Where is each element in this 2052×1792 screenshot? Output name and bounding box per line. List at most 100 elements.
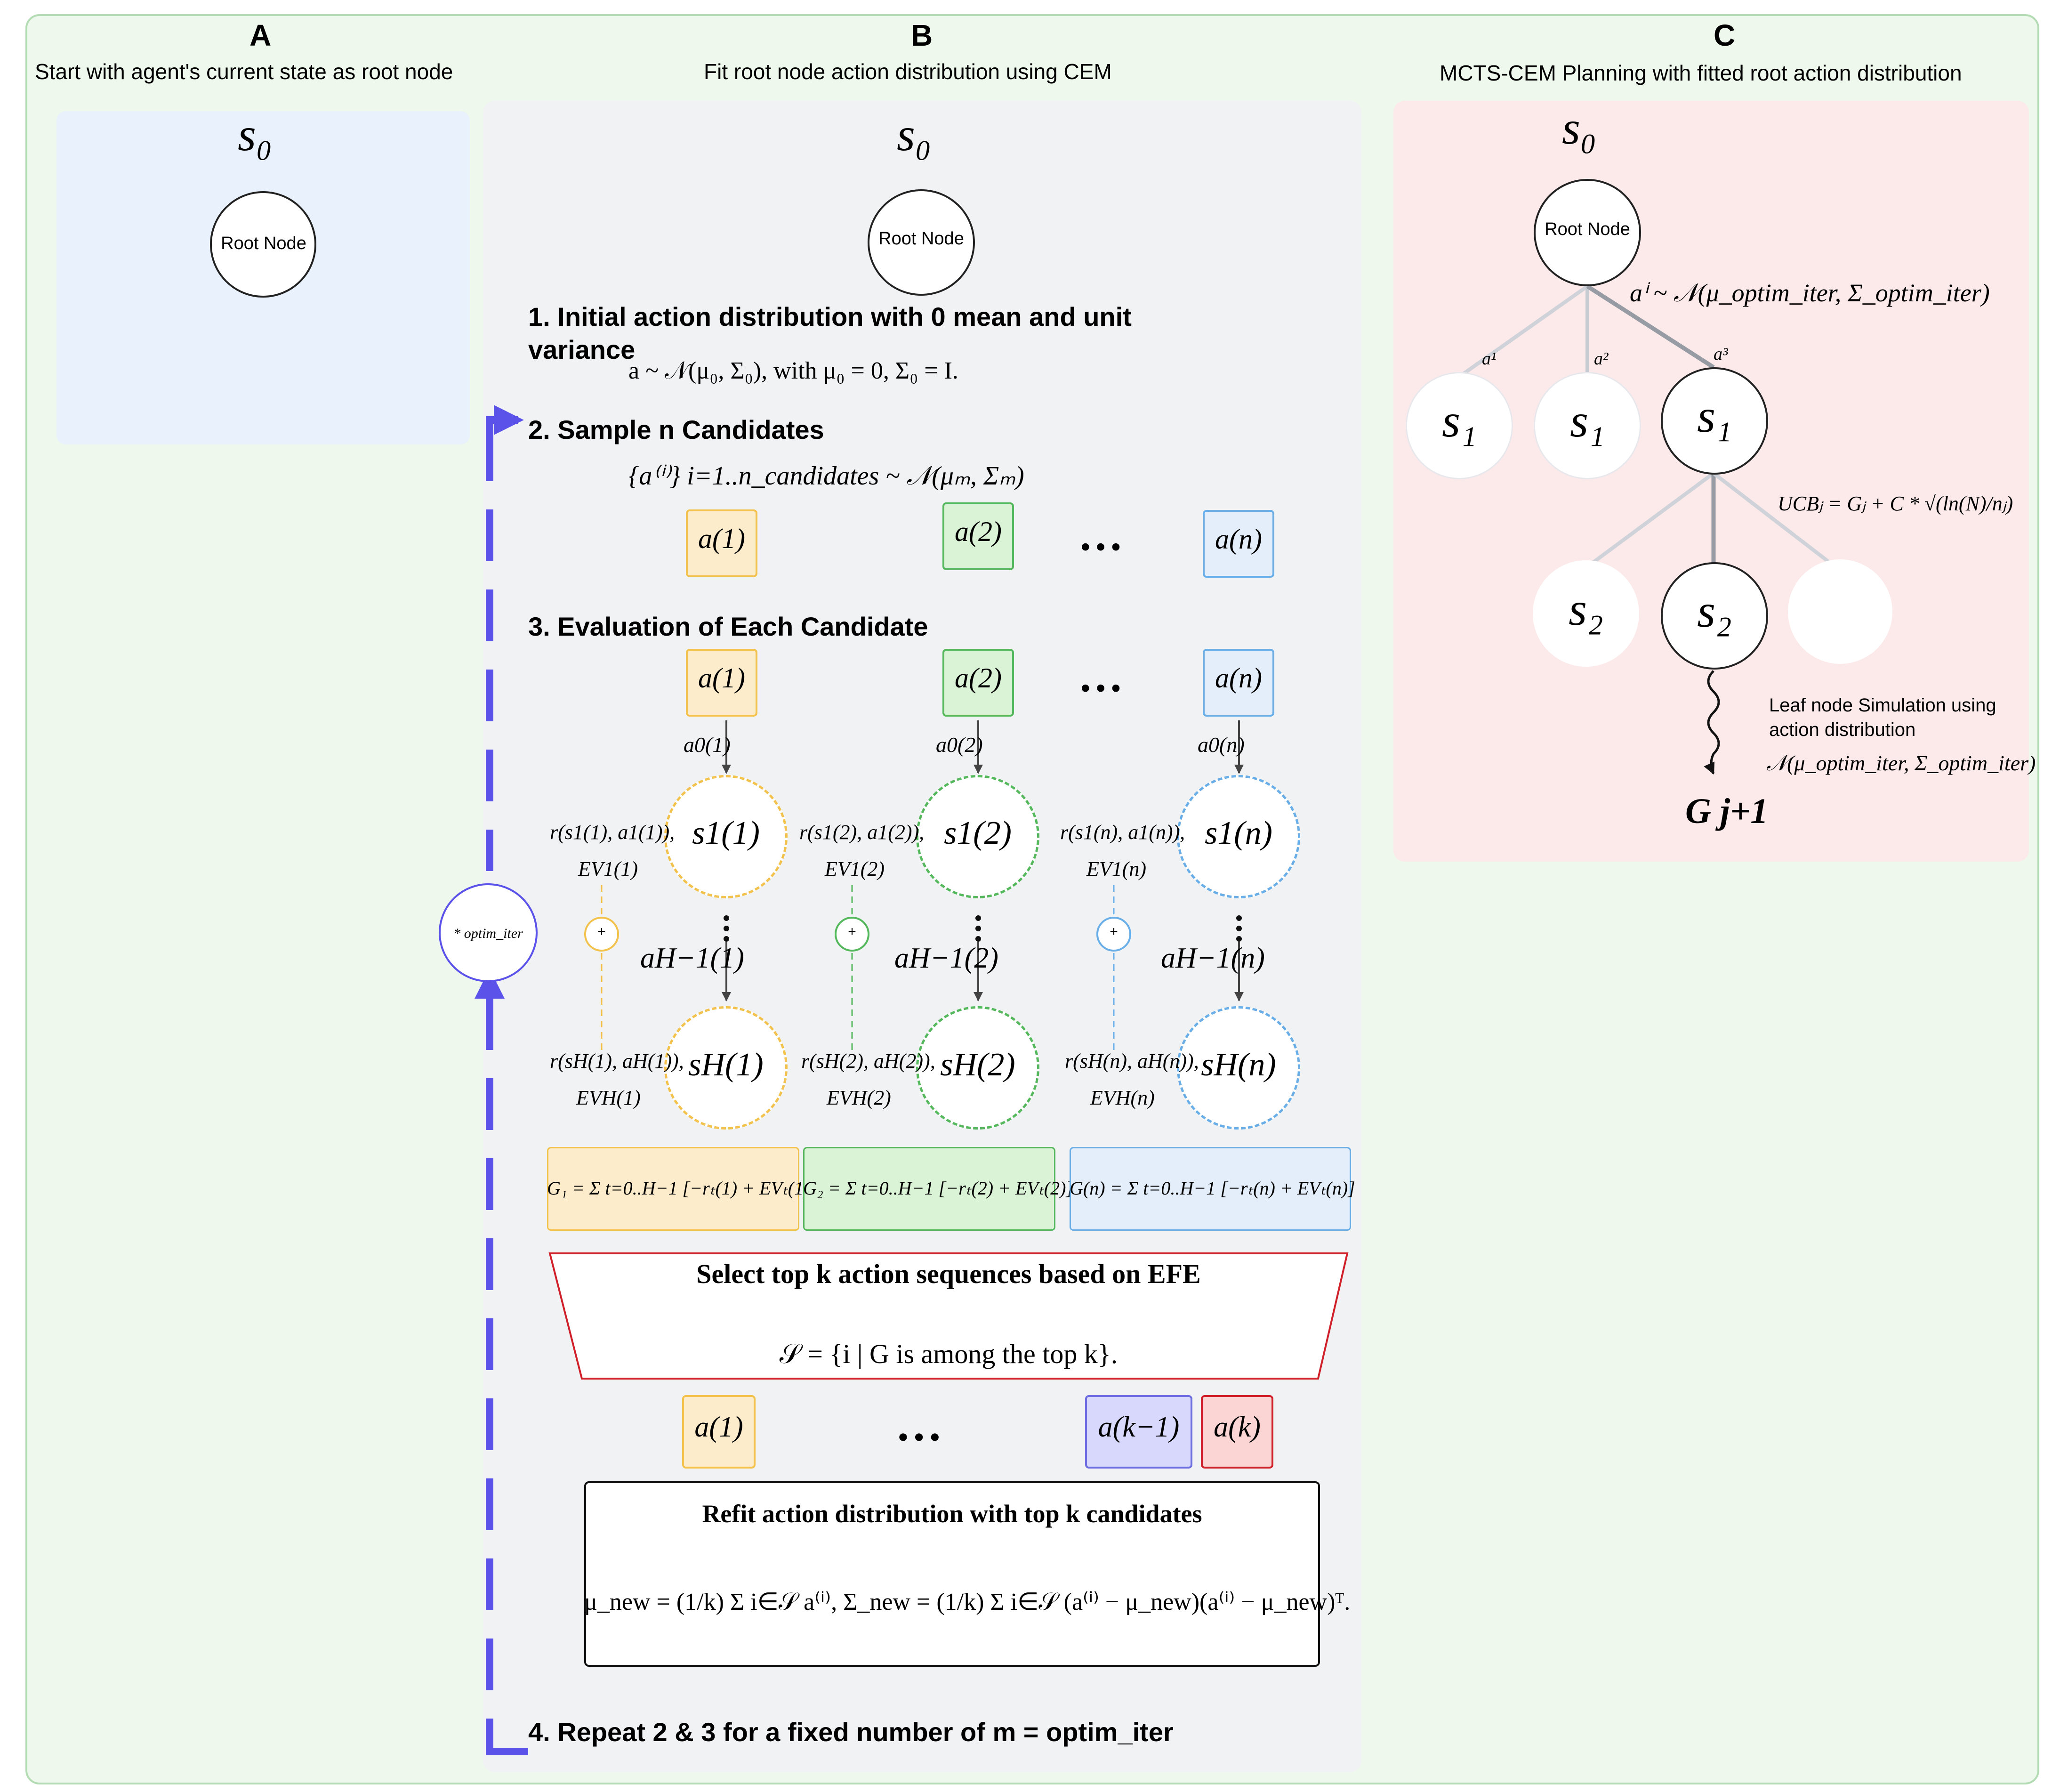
sample-candidate-1-label: a(1)	[698, 523, 745, 554]
level1-node-selected	[1661, 367, 1768, 475]
panel-c-letter: C	[1714, 18, 1736, 52]
level1-node-1	[1406, 372, 1513, 479]
reward-first-2: r(s1(2), a1(2)),	[799, 821, 925, 844]
sample-candidate-2-label: a(2)	[955, 516, 1002, 547]
level2-node-unexplored	[1788, 559, 1892, 664]
action-sampling-formula: aⁱ ~ 𝒩(μ_optim_iter, Σ_optim_iter)	[1630, 279, 1990, 307]
panel-a-caption: Start with agent's current state as root…	[35, 59, 453, 84]
level2-node-selected	[1661, 562, 1768, 670]
return-formula-2: G₂ = Σ t=0..H−1 [−rₜ(2) + EVₜ(2)]	[803, 1178, 1073, 1199]
ev-last-1: EVH(1)	[576, 1086, 641, 1109]
sample-candidate-n-label: a(n)	[1215, 524, 1262, 555]
panel-b-state: s₀	[897, 108, 932, 161]
ev-last-2: EVH(2)	[827, 1086, 891, 1109]
panel-b-root-label: Root Node	[878, 229, 964, 249]
first-state-node-2	[916, 775, 1039, 898]
ev-first-2: EV1(2)	[825, 857, 885, 880]
first-state-label-2: s1(2)	[944, 815, 1012, 851]
panel-a-root-node	[210, 191, 316, 298]
ucb-formula: UCBⱼ = Gⱼ + C * √(ln(N)/nⱼ)	[1778, 492, 2013, 515]
panel-a-state: s₀	[238, 108, 273, 161]
last-state-label-n: sH(n)	[1201, 1047, 1276, 1083]
candidate-arrows	[601, 720, 1244, 1050]
simulation-caption-line2: action distribution	[1769, 719, 1916, 740]
eval-candidate-1	[686, 649, 757, 717]
eval-candidate-n-label: a(n)	[1215, 662, 1262, 694]
last-state-node-1	[664, 1006, 788, 1130]
panel-b-letter: B	[911, 18, 933, 52]
panel-b-root-node	[868, 189, 975, 296]
return-box-n	[1070, 1147, 1351, 1231]
step3-heading: 3. Evaluation of Each Candidate	[528, 612, 928, 641]
select-formula: 𝒮 = {i | G is among the top k}.	[779, 1339, 1118, 1369]
mcts-edges	[1458, 284, 1837, 775]
eval-candidate-2-label: a(2)	[955, 662, 1002, 694]
loop-iteration-label: * optim_iter	[453, 926, 523, 941]
refit-formula: μ_new = (1/k) Σ i∈𝒮 a⁽ⁱ⁾, Σ_new = (1/k) …	[584, 1589, 1351, 1615]
sum-node-n-label: +	[1110, 924, 1118, 939]
eval-ellipsis: …	[1078, 651, 1123, 701]
step2-formula: {a⁽ⁱ⁾} i=1..n_candidates ~ 𝒩(μₘ, Σₘ)	[628, 461, 1024, 491]
top-ellipsis: …	[895, 1398, 942, 1451]
last-state-node-n	[1177, 1006, 1300, 1130]
level1-label-2: s₁	[1570, 395, 1605, 447]
panel-b-caption: Fit root node action distribution using …	[704, 59, 1112, 84]
eval-candidate-2	[942, 649, 1014, 717]
refit-box	[584, 1481, 1320, 1667]
level1-node-2	[1534, 372, 1641, 479]
sample-candidate-2	[942, 502, 1014, 570]
sum-node-2-label: +	[848, 924, 856, 939]
level1-label-selected: s₁	[1697, 390, 1732, 442]
return-formula-1: G₁ = Σ t=0..H−1 [−rₜ(1) + EVₜ(1)]	[547, 1178, 817, 1199]
top-candidate-k-label: a(k)	[1214, 1411, 1261, 1443]
edge-label-1: a¹	[1482, 349, 1497, 369]
eval-candidate-1-label: a(1)	[698, 662, 745, 694]
simulation-caption-line1: Leaf node Simulation using	[1769, 695, 1996, 716]
step4-heading: 4. Repeat 2 & 3 for a fixed number of m …	[528, 1717, 1174, 1747]
select-trapezoid	[548, 1252, 1349, 1380]
initial-action-1: a0(1)	[684, 733, 731, 757]
sum-node-1	[584, 917, 619, 952]
panel-a-letter: A	[249, 18, 272, 52]
last-state-node-2	[916, 1006, 1039, 1130]
panel-c-root-label: Root Node	[1545, 219, 1630, 239]
top-candidate-k-minus-1	[1085, 1395, 1192, 1469]
ev-last-n: EVH(n)	[1090, 1086, 1155, 1109]
ev-first-1: EV1(1)	[578, 857, 638, 880]
top-candidate-1-label: a(1)	[694, 1411, 743, 1443]
return-box-1	[547, 1147, 799, 1231]
top-candidate-1	[682, 1395, 756, 1469]
first-state-node-1	[664, 775, 788, 898]
level1-label-1: s₁	[1442, 395, 1477, 447]
step1-heading-line2: variance	[528, 335, 636, 364]
last-state-label-2: sH(2)	[940, 1047, 1015, 1083]
sum-node-n	[1096, 917, 1131, 952]
last-action-2: aH−1(2)	[894, 942, 998, 974]
step1-heading-line1: 1. Initial action distribution with 0 me…	[528, 302, 1132, 331]
panel-c-root-node	[1534, 179, 1641, 286]
refit-title: Refit action distribution with top k can…	[702, 1500, 1202, 1528]
last-state-label-1: sH(1)	[688, 1047, 764, 1083]
sum-node-1-label: +	[597, 924, 606, 939]
sample-candidate-n	[1203, 510, 1274, 578]
panel-c-state: s₀	[1562, 102, 1597, 154]
reward-last-n: r(sH(n), aH(n)),	[1065, 1049, 1199, 1073]
initial-action-n: a0(n)	[1198, 733, 1245, 757]
first-state-node-n	[1177, 775, 1300, 898]
ev-first-n: EV1(n)	[1086, 857, 1147, 880]
last-action-1: aH−1(1)	[640, 942, 744, 974]
first-state-label-1: s1(1)	[692, 815, 760, 851]
reward-first-1: r(s1(1), a1(1)),	[550, 821, 675, 844]
reward-last-2: r(sH(2), aH(2)),	[801, 1049, 935, 1073]
select-title: Select top k action sequences based on E…	[696, 1259, 1201, 1289]
sum-node-2	[835, 917, 869, 952]
return-formula-n: G(n) = Σ t=0..H−1 [−rₜ(n) + EVₜ(n)]	[1070, 1178, 1355, 1199]
top-candidate-k-minus-1-label: a(k−1)	[1098, 1411, 1180, 1443]
vertical-ellipsis	[724, 915, 1242, 942]
sample-ellipsis: …	[1078, 509, 1123, 560]
simulation-distribution: 𝒩(μ_optim_iter, Σ_optim_iter)	[1766, 751, 2036, 775]
level2-label-selected: s₂	[1697, 585, 1732, 637]
edge-label-3: a³	[1714, 344, 1728, 364]
first-state-label-n: s1(n)	[1205, 815, 1272, 851]
